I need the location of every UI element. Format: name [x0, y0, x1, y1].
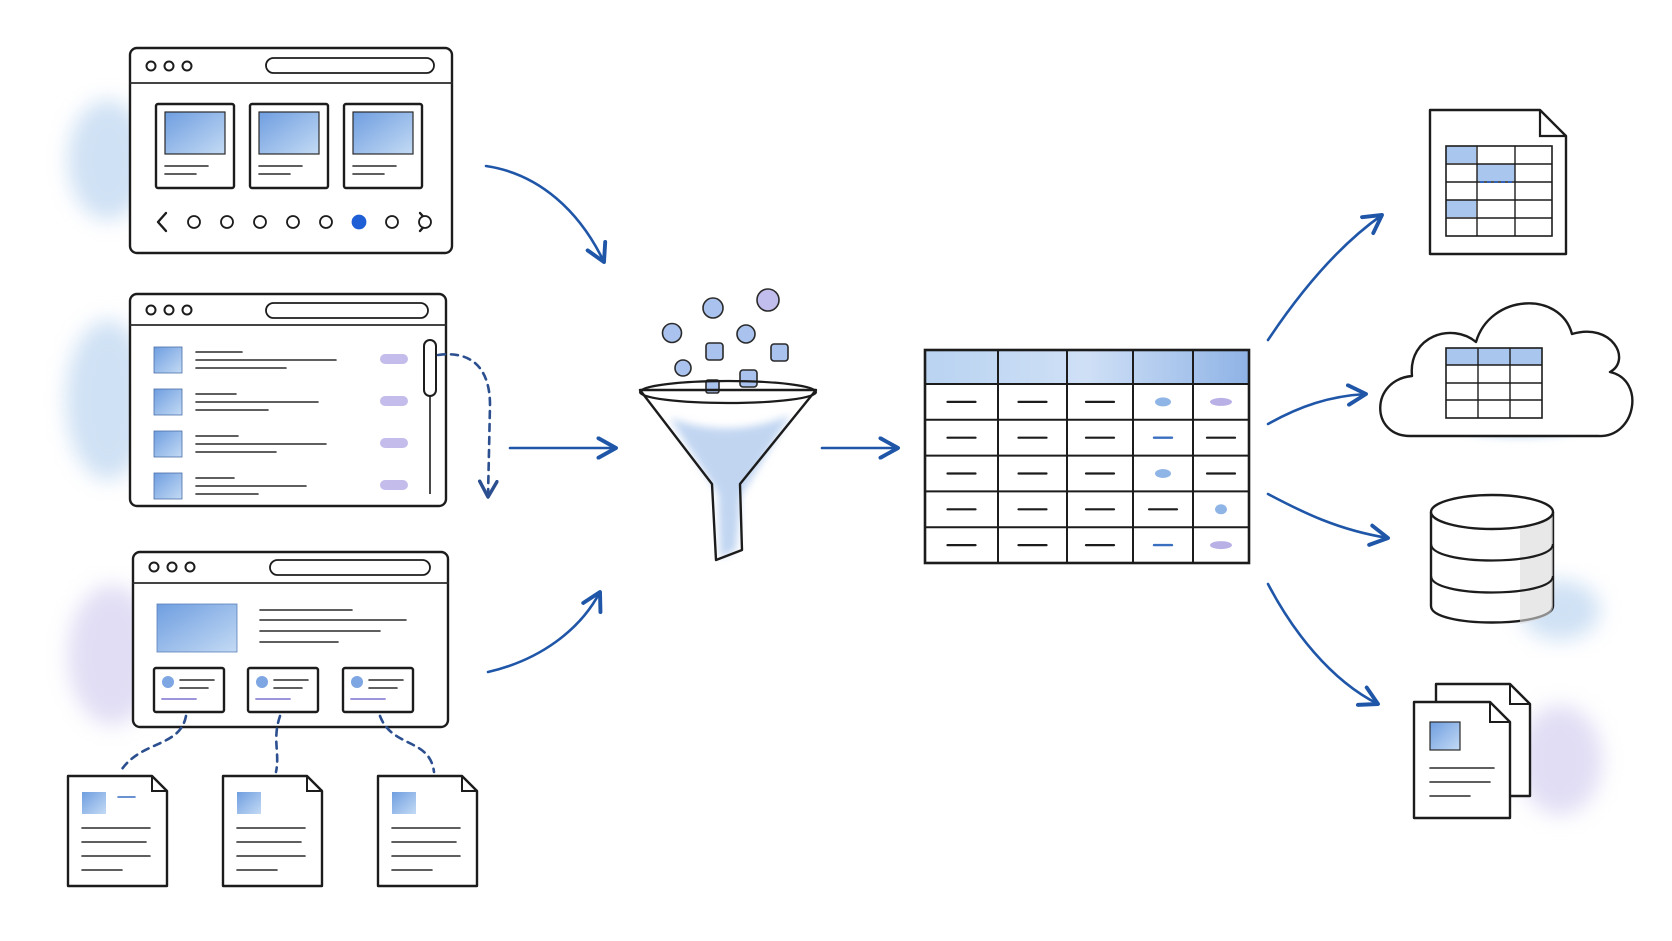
list-item	[153, 388, 408, 416]
carousel-card	[248, 102, 330, 190]
address-bar	[265, 57, 435, 74]
data-filter-funnel-icon	[638, 288, 818, 562]
watercolor-wash	[670, 415, 790, 558]
detail-page-document-icon	[221, 774, 324, 888]
carousel-dot	[286, 215, 300, 229]
window-controls-icon	[145, 304, 193, 316]
flow-arrow-carousel-to-funnel	[484, 164, 608, 264]
table-cell-value	[1155, 469, 1171, 478]
table-grid	[925, 350, 1249, 564]
window-controls-icon	[148, 561, 196, 573]
detail-page-document-icon	[66, 774, 169, 888]
browser-frame	[128, 292, 448, 508]
carousel-dot	[220, 215, 234, 229]
table-header-row	[925, 350, 1249, 384]
carousel-dot	[418, 215, 432, 229]
list-item	[153, 346, 408, 374]
flow-arrow-table-to-spreadsheet	[1266, 213, 1384, 342]
address-bar	[269, 559, 431, 576]
listing-card	[152, 666, 226, 714]
carousel-dot	[187, 215, 201, 229]
carousel-dot-active	[351, 214, 367, 230]
flow-arrow-table-to-cloud	[1266, 383, 1368, 426]
table-cell-value	[1155, 397, 1171, 407]
raw-data-particles	[661, 288, 789, 394]
watercolor-wash	[68, 100, 148, 220]
scrollbar	[423, 339, 437, 494]
image-thumbnail	[352, 111, 414, 155]
table-cell-value	[1215, 504, 1227, 515]
table-cell-value	[1210, 541, 1232, 550]
detail-link-connector	[118, 714, 188, 774]
document-stack-icon	[1412, 682, 1602, 820]
carousel-dot	[253, 215, 267, 229]
carousel-card	[154, 102, 236, 190]
list-item	[153, 472, 408, 500]
flow-arrow-table-to-documents	[1266, 582, 1380, 707]
spreadsheet-file-icon	[1428, 108, 1568, 256]
carousel-card	[342, 102, 424, 190]
image-thumbnail	[164, 111, 226, 155]
flow-arrow-detail-to-funnel	[486, 590, 603, 674]
detail-link-connector	[274, 714, 282, 774]
carousel-dot	[319, 215, 333, 229]
scroll-list-page-window	[66, 292, 499, 508]
detail-link-connector	[378, 714, 436, 774]
funnel-rim	[638, 379, 818, 405]
database-cylinder-icon	[1429, 493, 1600, 640]
list-item	[153, 430, 408, 458]
table-cell-value	[1210, 397, 1232, 406]
address-bar	[265, 302, 429, 319]
flow-arrow-table-to-database	[1266, 492, 1390, 547]
cloud-table-storage-icon	[1379, 302, 1634, 438]
scroll-down-indicator	[436, 352, 499, 499]
detail-page-document-icon	[376, 774, 479, 888]
window-controls-icon	[145, 60, 193, 72]
detail-listing-page-window	[68, 550, 450, 774]
carousel-pagination	[187, 214, 432, 230]
carousel-page-window	[68, 46, 454, 255]
listing-card	[341, 666, 415, 714]
carousel-dot	[385, 215, 399, 229]
listing-card	[246, 666, 320, 714]
hero-image	[156, 603, 238, 653]
structured-data-table-icon	[923, 348, 1251, 565]
image-thumbnail	[258, 111, 320, 155]
chevron-left-icon	[156, 211, 168, 233]
